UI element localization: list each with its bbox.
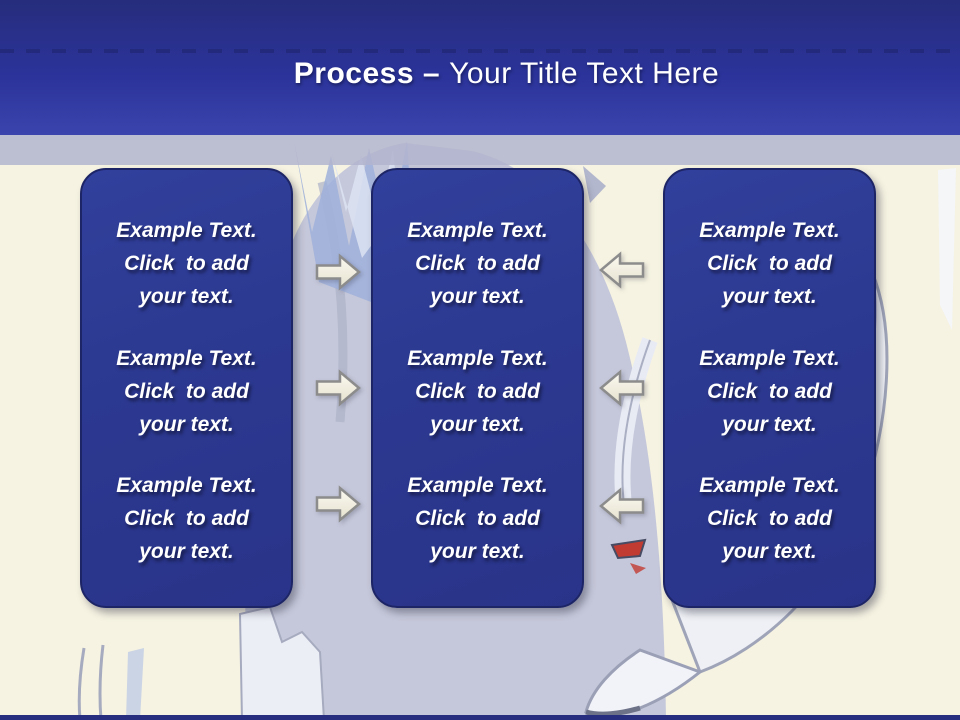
right-arrow-icon	[315, 369, 361, 407]
process-box-left[interactable]: Example Text. Click to add your text. Ex…	[80, 168, 293, 608]
text-placeholder[interactable]: Example Text. Click to add your text.	[699, 346, 840, 436]
slide-title[interactable]: Process –Your Title Text Here	[241, 11, 719, 125]
right-arrow-icon	[315, 485, 361, 523]
header-texture	[0, 49, 960, 53]
process-box-right[interactable]: Example Text. Click to add your text. Ex…	[663, 168, 876, 608]
text-placeholder[interactable]: Example Text. Click to add your text.	[116, 346, 257, 436]
footer-strip	[0, 715, 960, 720]
text-placeholder[interactable]: Example Text. Click to add your text.	[116, 474, 257, 563]
slide-title-emphasis: Process –	[293, 56, 441, 90]
left-arrow-icon	[599, 369, 645, 407]
text-placeholder[interactable]: Example Text. Click to add your text.	[407, 474, 548, 563]
left-arrow-icon	[599, 251, 645, 289]
wolf-mouth	[585, 705, 641, 717]
process-box-middle[interactable]: Example Text. Click to add your text. Ex…	[371, 168, 584, 608]
slide-title-text: Your Title Text Here	[449, 56, 720, 90]
text-placeholder[interactable]: Example Text. Click to add your text.	[407, 219, 548, 308]
wolf-legs	[77, 168, 956, 720]
header-accent-band	[0, 135, 960, 165]
left-arrow-icon	[599, 487, 645, 525]
text-placeholder[interactable]: Example Text. Click to add your text.	[699, 474, 840, 563]
wolf-red-eye	[610, 538, 647, 560]
text-placeholder[interactable]: Example Text. Click to add your text.	[407, 346, 548, 436]
text-placeholder[interactable]: Example Text. Click to add your text.	[116, 219, 257, 308]
slide-header: Process –Your Title Text Here	[0, 0, 960, 135]
right-arrow-icon	[315, 253, 361, 291]
text-placeholder[interactable]: Example Text. Click to add your text.	[699, 219, 840, 308]
